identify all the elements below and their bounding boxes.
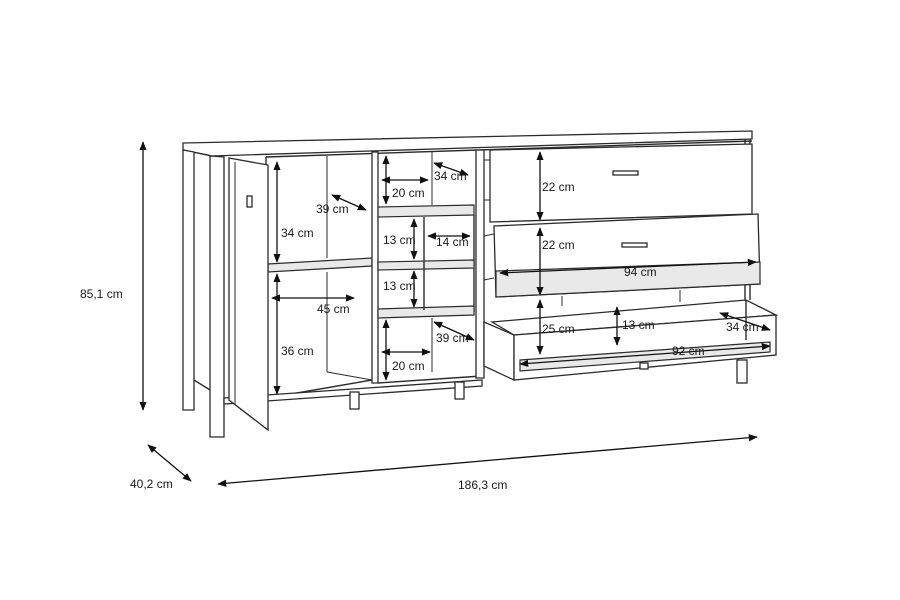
left-front-leg: [209, 155, 225, 438]
drawer-middle-width-label: 94 cm: [624, 265, 657, 279]
depth-label: 40,2 cm: [130, 477, 173, 491]
width-dimension-line: [217, 434, 758, 487]
drawer-bottom-inner-height-label: 13 cm: [622, 318, 655, 332]
open-door: [228, 157, 269, 432]
middle-shelf-low: [377, 305, 475, 319]
drawer-middle-handle: [621, 242, 648, 248]
divider-right: [475, 149, 485, 379]
left-back-leg: [182, 149, 195, 411]
depth-dimension-line: [147, 444, 192, 482]
drawer-top-height-label: 22 cm: [542, 180, 575, 194]
door-panel: [228, 157, 269, 432]
drawer-bottom-width-label: 92 cm: [672, 344, 705, 358]
dimension-labels: 85,1 cm 40,2 cm 186,3 cm 39 cm 34 cm 45 …: [80, 169, 759, 492]
foot-left: [349, 391, 360, 410]
middle-top-width-label: 20 cm: [392, 186, 425, 200]
left-upper-height-label: 34 cm: [281, 226, 314, 240]
width-label: 186,3 cm: [458, 478, 507, 492]
middle-shelf-top: [377, 204, 475, 218]
height-label: 85,1 cm: [80, 287, 123, 301]
drawer-middle-height-label: 22 cm: [542, 238, 575, 252]
middle-bottom-depth-label: 39 cm: [436, 331, 469, 345]
cubby-upper-height-label: 13 cm: [383, 233, 416, 247]
drawer-bottom-outer-height-label: 25 cm: [542, 322, 575, 336]
left-shelf: [267, 257, 373, 273]
cubby-width-label: 14 cm: [436, 235, 469, 249]
middle-shelf-mid: [377, 259, 475, 271]
middle-top-depth-label: 34 cm: [434, 169, 467, 183]
cubby-lower-height-label: 13 cm: [383, 279, 416, 293]
drawer-bottom-depth-label: 34 cm: [726, 320, 759, 334]
foot-right: [736, 359, 748, 384]
drawer-top-handle: [612, 170, 639, 176]
foot-middle: [454, 381, 465, 400]
drawers: [483, 143, 779, 382]
left-shelf-depth-label: 39 cm: [316, 202, 349, 216]
left-lower-height-label: 36 cm: [281, 344, 314, 358]
top-slab: [182, 130, 753, 157]
drawer-bottom-tab: [639, 362, 649, 370]
dimension-lines: [139, 141, 771, 487]
left-width-label: 45 cm: [317, 302, 350, 316]
drawer-top: [489, 143, 753, 223]
divider-left: [371, 151, 379, 384]
middle-bottom-width-label: 20 cm: [392, 359, 425, 373]
door-handle: [246, 195, 253, 208]
